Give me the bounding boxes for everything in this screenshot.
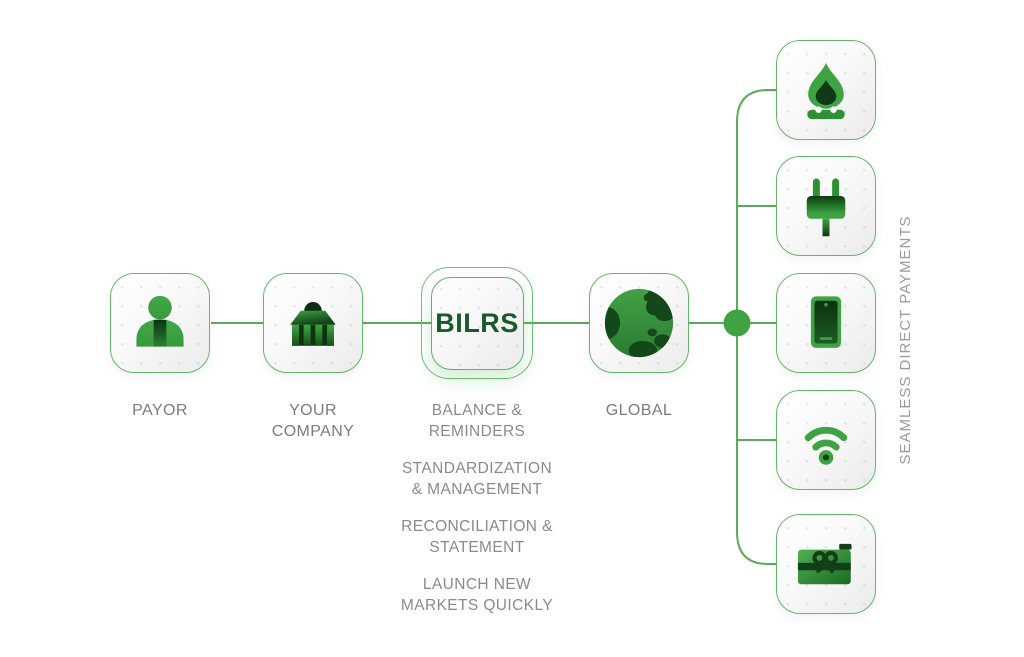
company-node xyxy=(263,273,363,373)
payment-node-gift-card xyxy=(776,514,876,614)
bilrs-feature-list: BALANCE & REMINDERS STANDARDIZATION & MA… xyxy=(377,400,577,616)
feature-balance-reminders: BALANCE & REMINDERS xyxy=(428,402,526,440)
payor-label: PAYOR xyxy=(132,402,188,419)
payment-node-internet xyxy=(776,390,876,490)
person-icon xyxy=(136,295,184,347)
branch-junction-dot xyxy=(723,309,751,337)
bank-icon xyxy=(290,302,336,346)
feature-standardization-management: STANDARDIZATION & MANAGEMENT xyxy=(401,460,553,498)
payor-node xyxy=(110,273,210,373)
feature-reconciliation-statement: RECONCILIATION & STATEMENT xyxy=(401,518,553,556)
bilrs-node: BILRS xyxy=(421,267,533,379)
smartphone-icon xyxy=(810,296,842,348)
feature-launch-new-markets: LAUNCH NEW MARKETS QUICKLY xyxy=(400,576,554,614)
payment-node-electricity xyxy=(776,156,876,256)
bilrs-wordmark: BILRS xyxy=(435,307,519,338)
seamless-direct-payments-caption: SEAMLESS DIRECT PAYMENTS xyxy=(897,215,914,465)
global-node xyxy=(589,273,689,373)
bilrs-inner-card: BILRS xyxy=(430,276,524,370)
wifi-icon xyxy=(804,426,848,465)
power-plug-icon xyxy=(806,178,846,236)
company-label: YOUR COMPANY xyxy=(271,402,355,440)
payment-node-gas xyxy=(776,40,876,140)
gift-card-icon xyxy=(797,543,852,584)
payment-node-mobile xyxy=(776,273,876,373)
global-label: GLOBAL xyxy=(605,402,673,419)
globe-icon xyxy=(604,288,674,358)
gas-flame-icon xyxy=(807,62,845,120)
